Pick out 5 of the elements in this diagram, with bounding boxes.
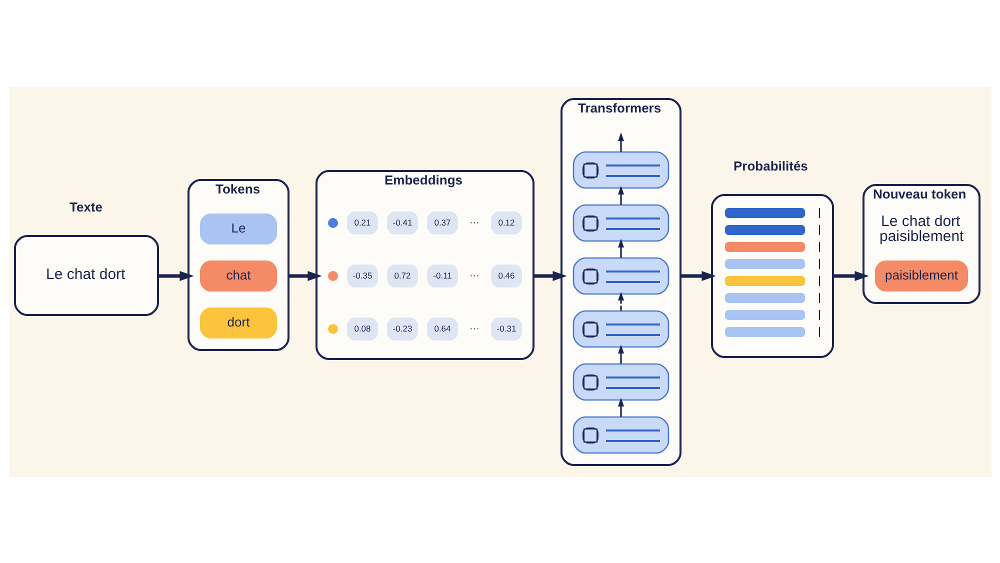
node-label: Texte (69, 198, 102, 214)
label: ··· (469, 217, 479, 228)
label: ··· (469, 323, 479, 334)
node-label: Probabilités (733, 158, 808, 173)
label: ··· (469, 270, 479, 281)
